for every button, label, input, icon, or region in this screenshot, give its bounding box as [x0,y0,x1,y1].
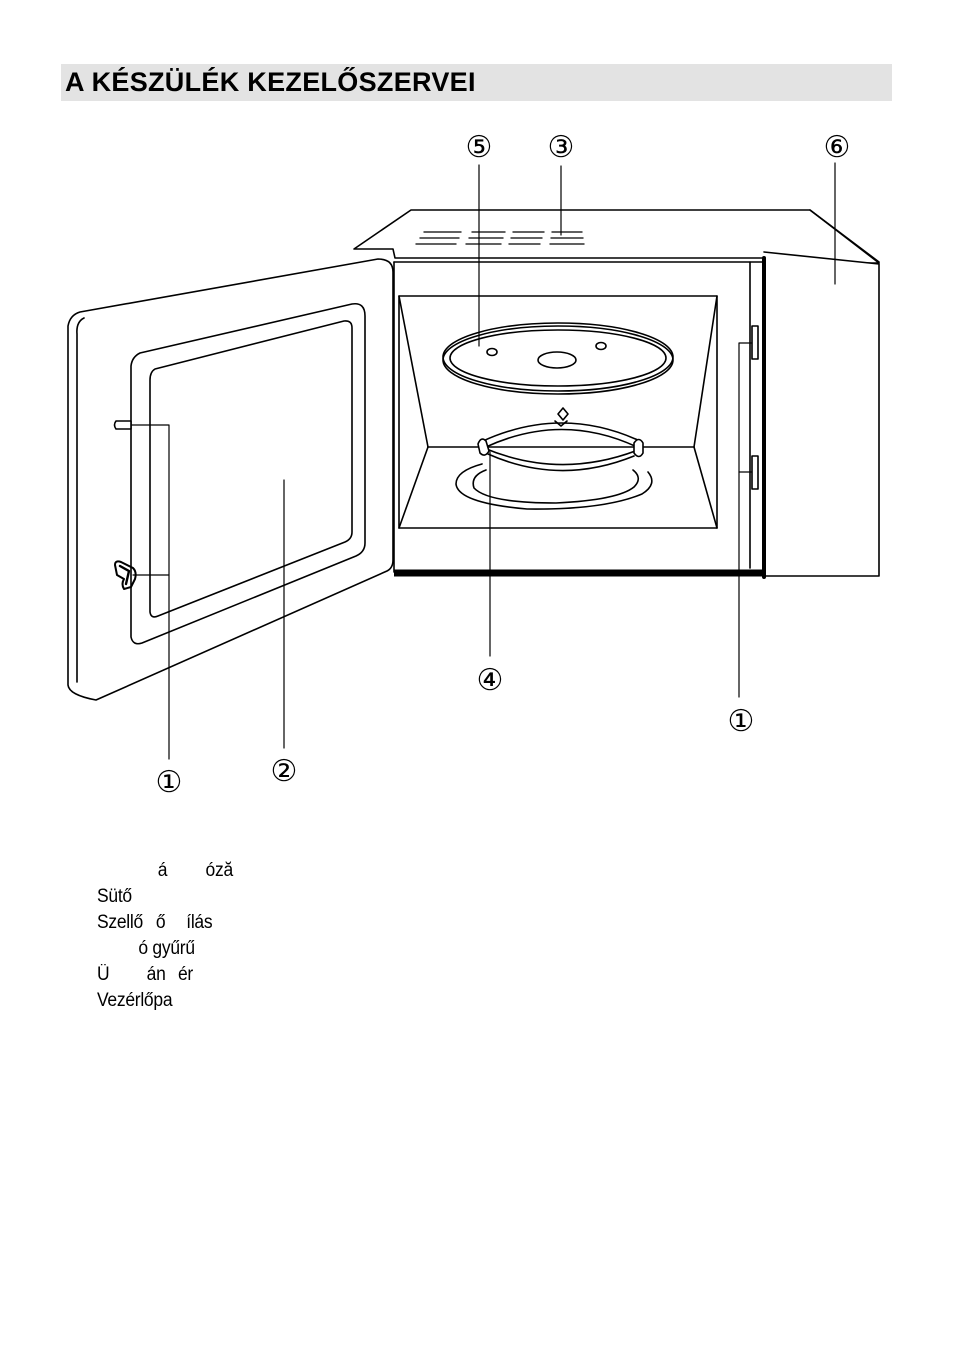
legend-text: á [157,860,168,881]
legend-text: Ü [97,964,110,985]
legend-text: Sütő [97,886,132,907]
callout-numbers: ① ② ③ ④ ⑤ ⑥ ① [156,130,851,800]
callout-latch-slot: ① [728,704,755,739]
legend-item-6: Vezérlőpa [97,988,336,1014]
oven-door [67,258,394,701]
legend-text: óză [205,860,234,881]
legend-item-3: Szellő ő ílás [97,910,336,936]
parts-legend: á óză Sütő Szellő ő ílás ó gyűrű Ü án ér… [97,858,357,1014]
roller-ring [455,407,653,510]
legend-item-2: Sütő [97,884,336,910]
legend-text: ő [155,912,166,933]
section-heading: A KÉSZÜLÉK KEZELŐSZERVEI [61,64,892,101]
vent-slots [415,231,585,245]
callout-roller-ring: ④ [477,663,504,698]
legend-text: án [146,964,166,985]
door-latch [113,420,132,430]
page-title: A KÉSZÜLÉK KEZELŐSZERVEI [65,67,476,97]
legend-text: ér [177,964,193,985]
callout-vent: ③ [548,130,575,165]
legend-item-1: á óză [97,858,336,884]
turntable-plate [442,322,674,395]
leader-lines [130,162,836,760]
callout-turntable: ⑤ [466,130,493,165]
callout-control-panel: ⑥ [824,130,851,165]
legend-text: ílás [186,912,213,933]
callout-door-window: ② [271,754,298,789]
callout-door-latch: ① [156,765,183,800]
legend-text: Vezérlőpa [97,990,173,1011]
legend-item-5: Ü án ér [97,962,336,988]
legend-item-4: ó gyűrű [97,936,336,962]
legend-text: Szellő [97,912,143,933]
oven-cabinet [353,209,880,579]
legend-text: ó gyűrű [138,938,195,959]
